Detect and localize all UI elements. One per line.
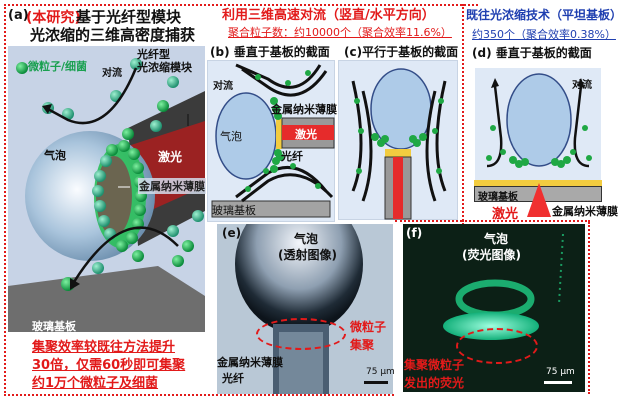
panel-a-convection-label: 对流 xyxy=(102,68,122,79)
panel-e-particles-1: 微粒子 xyxy=(350,320,387,334)
panel-b-glass-label: 玻璃基板 xyxy=(212,204,256,217)
panel-d-laser-label: 激光 xyxy=(492,207,519,222)
panel-e-bubble-2: (透射图像) xyxy=(278,248,337,262)
panel-d-header: 既往光浓缩技术（平坦基板） xyxy=(466,8,623,22)
legend-particle-label: 微粒子/细菌 xyxy=(28,60,88,73)
panel-b-label: (b) 垂直于基板的截面 xyxy=(210,45,330,59)
fiber-module-label-1: 光纤型 xyxy=(137,48,170,61)
panel-a-bubble-label: 气泡 xyxy=(44,149,66,162)
panel-d-metal-film-label: 金属纳米薄膜 xyxy=(552,205,618,218)
d-bottom-border xyxy=(462,220,590,222)
panel-d-subheader: 约350个（聚合效率0.38%） xyxy=(472,28,616,41)
panel-d-laser-beam xyxy=(527,183,551,217)
fiber-module-label-2: 光浓缩模块 xyxy=(137,61,192,74)
panel-d-label: (d) 垂直于基板的截面 xyxy=(472,46,592,60)
result-line-2: 30倍，仅需60秒即可集聚 xyxy=(32,358,186,373)
panel-b-metal-film-label: 金属纳米薄膜 xyxy=(271,103,337,116)
panel-b-laser-label: 激光 xyxy=(295,128,317,141)
panel-b-svg xyxy=(211,63,335,218)
bc-header-title: 利用三维高速对流（竖直/水平方向） xyxy=(222,8,435,23)
panel-b-fiber-label: 光纤 xyxy=(281,150,303,163)
panel-b-convection-label: 对流 xyxy=(213,81,233,92)
panel-f-bubble-2: (荧光图像) xyxy=(462,248,521,262)
ef-top-border xyxy=(395,220,462,222)
panel-a-title-1: 基于光纤型模块 xyxy=(76,8,182,26)
panel-a-frame xyxy=(4,4,608,396)
bc-header-subtitle: 聚合粒子数：约10000个（聚合效率11.6%） xyxy=(228,26,452,39)
panel-e-metal-film-label: 金属纳米薄膜 xyxy=(217,356,283,369)
panel-f-label: (f) xyxy=(406,226,423,240)
result-line-1: 集聚效率较既往方法提升 xyxy=(32,340,176,355)
panel-e-scale-label: 75 μm xyxy=(366,367,395,377)
panel-b-bubble-label: 气泡 xyxy=(220,130,242,143)
panel-d-glass-label: 玻璃基板 xyxy=(478,192,518,203)
panel-d-svg xyxy=(486,73,592,168)
panel-a-glass-label: 玻璃基板 xyxy=(32,320,76,333)
result-line-3: 约1万个微粒子及细菌 xyxy=(32,376,159,391)
panel-c-svg xyxy=(351,68,447,220)
panel-f-highlight-ellipse xyxy=(456,328,538,364)
panel-e-label: (e) xyxy=(222,226,242,240)
bc-divider xyxy=(462,4,464,228)
panel-d-diagram xyxy=(475,68,601,180)
panel-a-laser-label: 激光 xyxy=(158,150,183,164)
panel-c-label: (c)平行于基板的截面 xyxy=(344,45,459,59)
panel-e-highlight-ellipse xyxy=(256,318,346,350)
panel-f-caption-2: 发出的荧光 xyxy=(404,376,465,390)
panel-b-diagram xyxy=(207,60,335,222)
ef-right-border xyxy=(588,222,590,394)
panel-e-bubble-1: 气泡 xyxy=(294,232,319,246)
panel-a-title-2: 光浓缩的三维高密度捕获 xyxy=(30,26,196,44)
panel-e-particles-2: 集聚 xyxy=(350,338,375,352)
panel-e-scale-bar xyxy=(364,381,388,384)
panel-a-label: (a) xyxy=(8,8,29,23)
bottom-border xyxy=(4,394,394,396)
panel-a-tag: (本研究) xyxy=(26,10,81,26)
panel-d-convection-label: 对流 xyxy=(572,80,592,91)
panel-f-scale-label: 75 μm xyxy=(546,367,575,377)
panel-a-top-border xyxy=(4,4,478,6)
panel-a-metal-film-label: 金属纳米薄膜 xyxy=(138,178,206,194)
panel-e-fiber-label: 光纤 xyxy=(222,372,244,385)
panel-f-scale-bar xyxy=(544,381,572,384)
panel-f-bubble-1: 气泡 xyxy=(484,232,509,246)
panel-f-caption-1: 集聚微粒子 xyxy=(404,358,465,372)
panel-c-diagram xyxy=(338,60,458,220)
